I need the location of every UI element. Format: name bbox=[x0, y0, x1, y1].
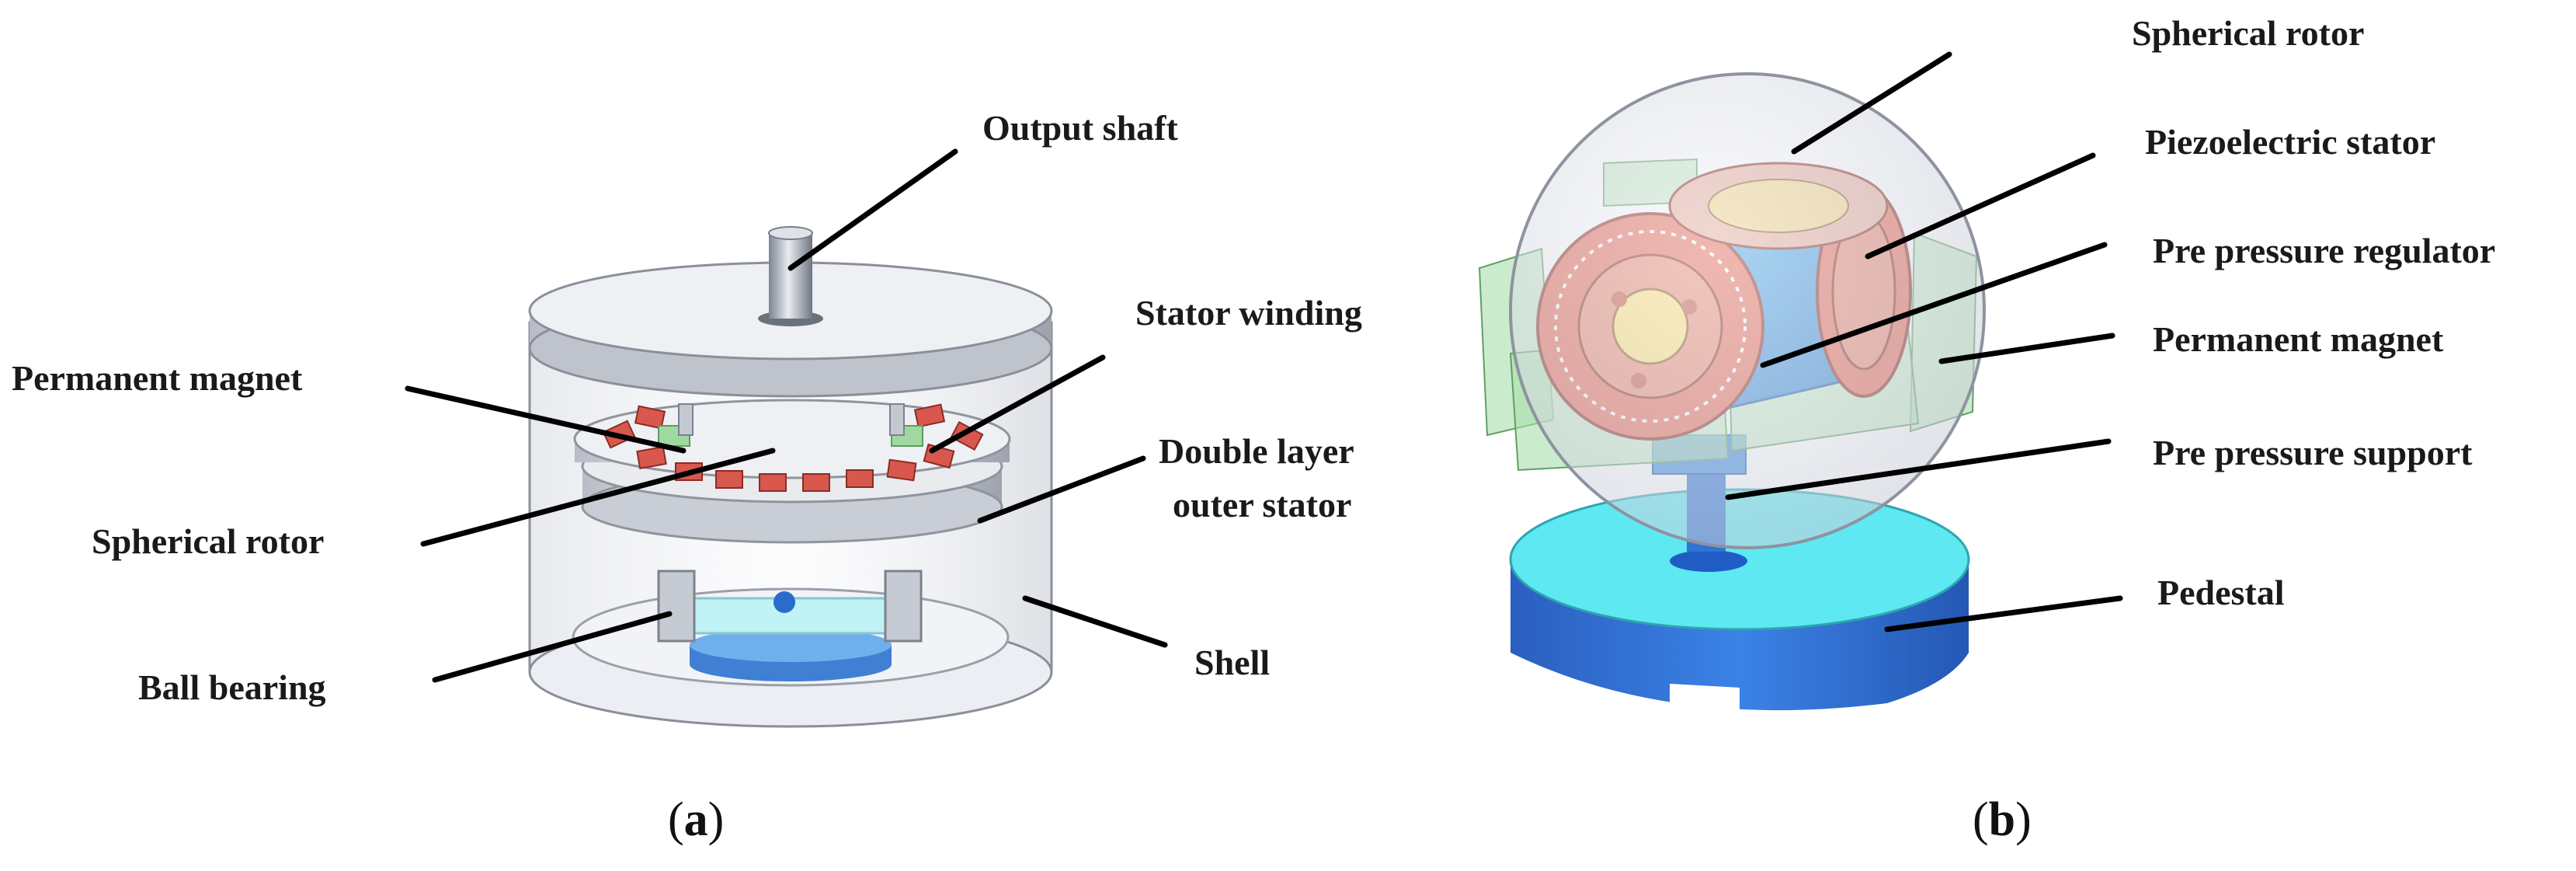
caption-a: (a) bbox=[668, 793, 724, 846]
upper-stator-with-coils bbox=[573, 399, 1011, 492]
label-permanent-magnet-b: Permanent magnet bbox=[2153, 319, 2444, 359]
label-double-layer-line1: Double layer bbox=[1159, 431, 1354, 471]
panel-a-labels: Output shaft Stator winding Permanent ma… bbox=[12, 108, 1362, 707]
label-pre-pressure-support: Pre pressure support bbox=[2153, 433, 2473, 472]
ball-bearing-assembly bbox=[572, 570, 1010, 687]
label-stator-winding: Stator winding bbox=[1135, 293, 1362, 333]
label-pedestal: Pedestal bbox=[2157, 573, 2285, 612]
output-shaft bbox=[758, 226, 823, 326]
label-spherical-rotor-a: Spherical rotor bbox=[92, 521, 324, 561]
label-ball-bearing: Ball bearing bbox=[138, 667, 326, 707]
panel-a-leaders bbox=[405, 148, 1168, 683]
permanent-magnets-a bbox=[658, 403, 923, 447]
spherical-rotor-shell bbox=[1509, 72, 1986, 549]
label-spherical-rotor-b: Spherical rotor bbox=[2132, 13, 2364, 53]
label-output-shaft: Output shaft bbox=[982, 108, 1178, 148]
panel-b-labels: Spherical rotor Piezoelectric stator Pre… bbox=[2132, 13, 2495, 612]
panel-b-illustration bbox=[1478, 72, 1986, 746]
label-shell: Shell bbox=[1194, 643, 1270, 682]
panel-a-illustration bbox=[528, 226, 1053, 728]
label-pre-pressure-regulator: Pre pressure regulator bbox=[2153, 231, 2495, 270]
label-permanent-magnet-a: Permanent magnet bbox=[12, 358, 303, 398]
label-double-layer-line2: outer stator bbox=[1173, 485, 1351, 524]
label-piezoelectric-stator: Piezoelectric stator bbox=[2145, 122, 2435, 162]
caption-b: (b) bbox=[1973, 793, 2032, 846]
panel-b-leaders bbox=[1725, 51, 2123, 632]
